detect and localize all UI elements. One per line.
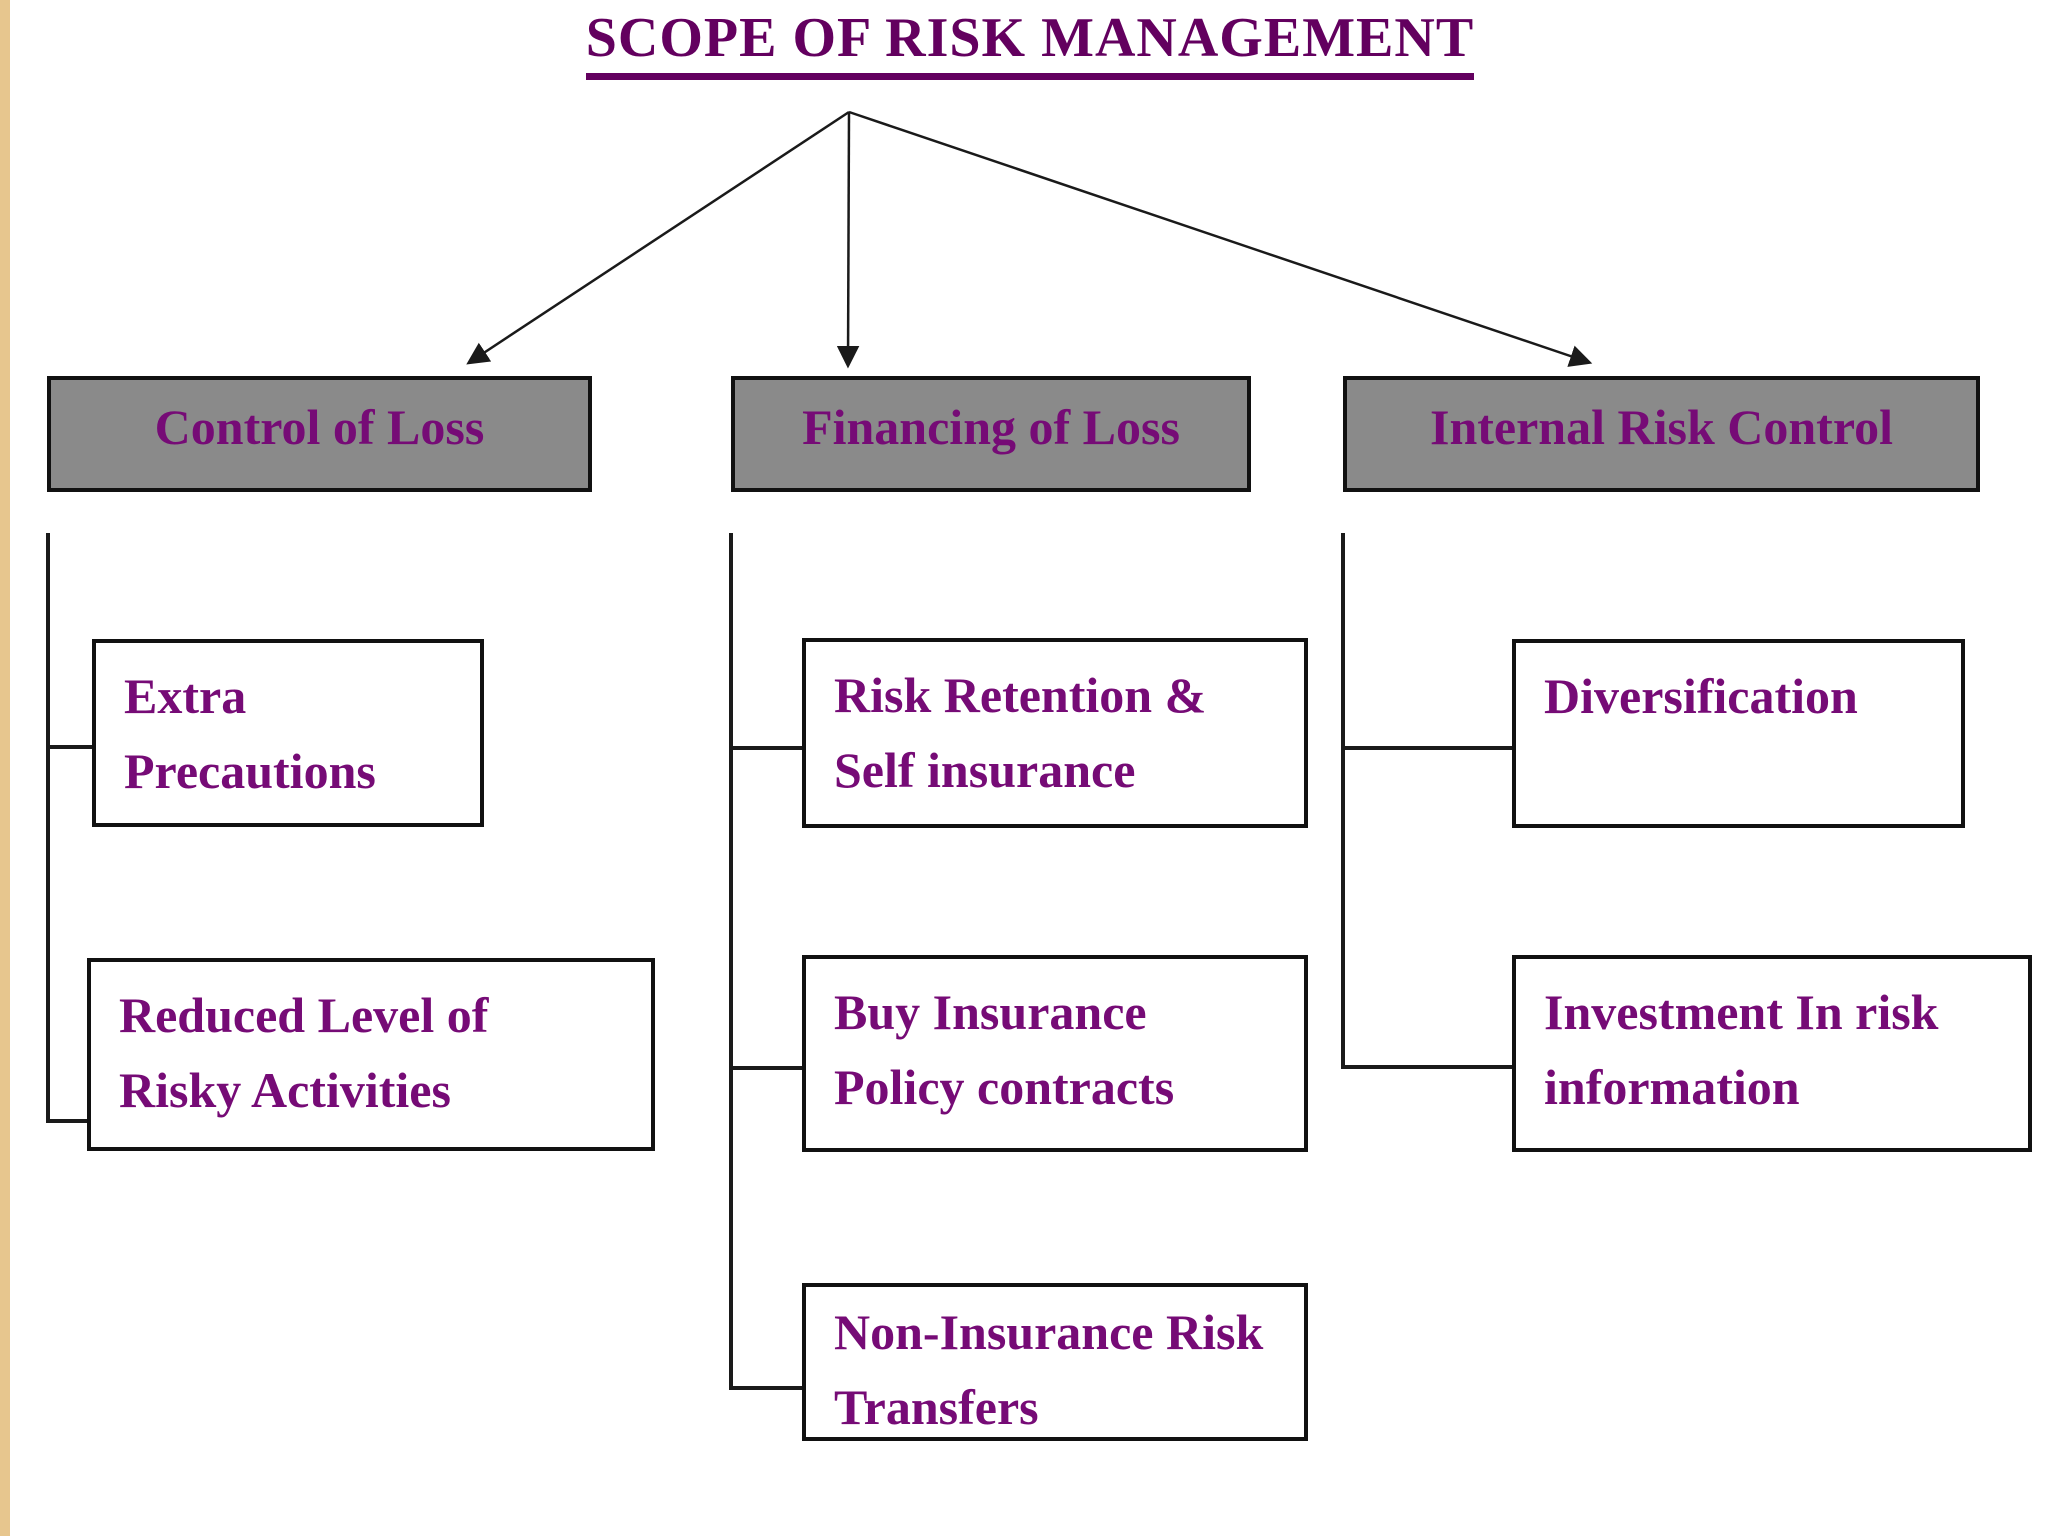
header-label: Control of Loss (154, 399, 485, 455)
child-box-buy-insurance-policy-contracts: Buy Insurance Policy contracts (802, 955, 1308, 1152)
child-box-diversification: Diversification (1512, 639, 1965, 828)
diagram-title: SCOPE OF RISK MANAGEMENT (400, 7, 1660, 80)
child-box-extra-precautions: Extra Precautions (92, 639, 484, 827)
header-box-control-of-loss: Control of Loss (47, 376, 592, 492)
header-box-internal-risk-control: Internal Risk Control (1343, 376, 1980, 492)
child-label: Buy Insurance Policy contracts (834, 984, 1175, 1115)
diagram-title-text: SCOPE OF RISK MANAGEMENT (585, 7, 1475, 80)
child-label: Non-Insurance Risk Transfers (834, 1304, 1264, 1435)
child-box-non-insurance-risk-transfers: Non-Insurance Risk Transfers (802, 1283, 1308, 1441)
child-label: Investment In risk information (1544, 984, 1939, 1115)
header-box-financing-of-loss: Financing of Loss (731, 376, 1251, 492)
header-label: Financing of Loss (802, 399, 1180, 455)
child-box-investment-in-risk-information: Investment In risk information (1512, 955, 2032, 1152)
child-box-risk-retention-self-insurance: Risk Retention & Self insurance (802, 638, 1308, 828)
child-label: Risk Retention & Self insurance (834, 667, 1207, 798)
arrow-to-internal-risk-control (848, 110, 1593, 367)
child-label: Reduced Level of Risky Activities (119, 987, 489, 1118)
child-label: Extra Precautions (124, 668, 376, 799)
arrow-to-control-of-loss (466, 110, 850, 365)
child-box-reduced-level-risky-activities: Reduced Level of Risky Activities (87, 958, 655, 1151)
child-label: Diversification (1544, 668, 1858, 724)
header-label: Internal Risk Control (1429, 399, 1893, 455)
left-edge-strip (0, 0, 10, 1536)
arrow-to-financing-of-loss (836, 111, 860, 369)
